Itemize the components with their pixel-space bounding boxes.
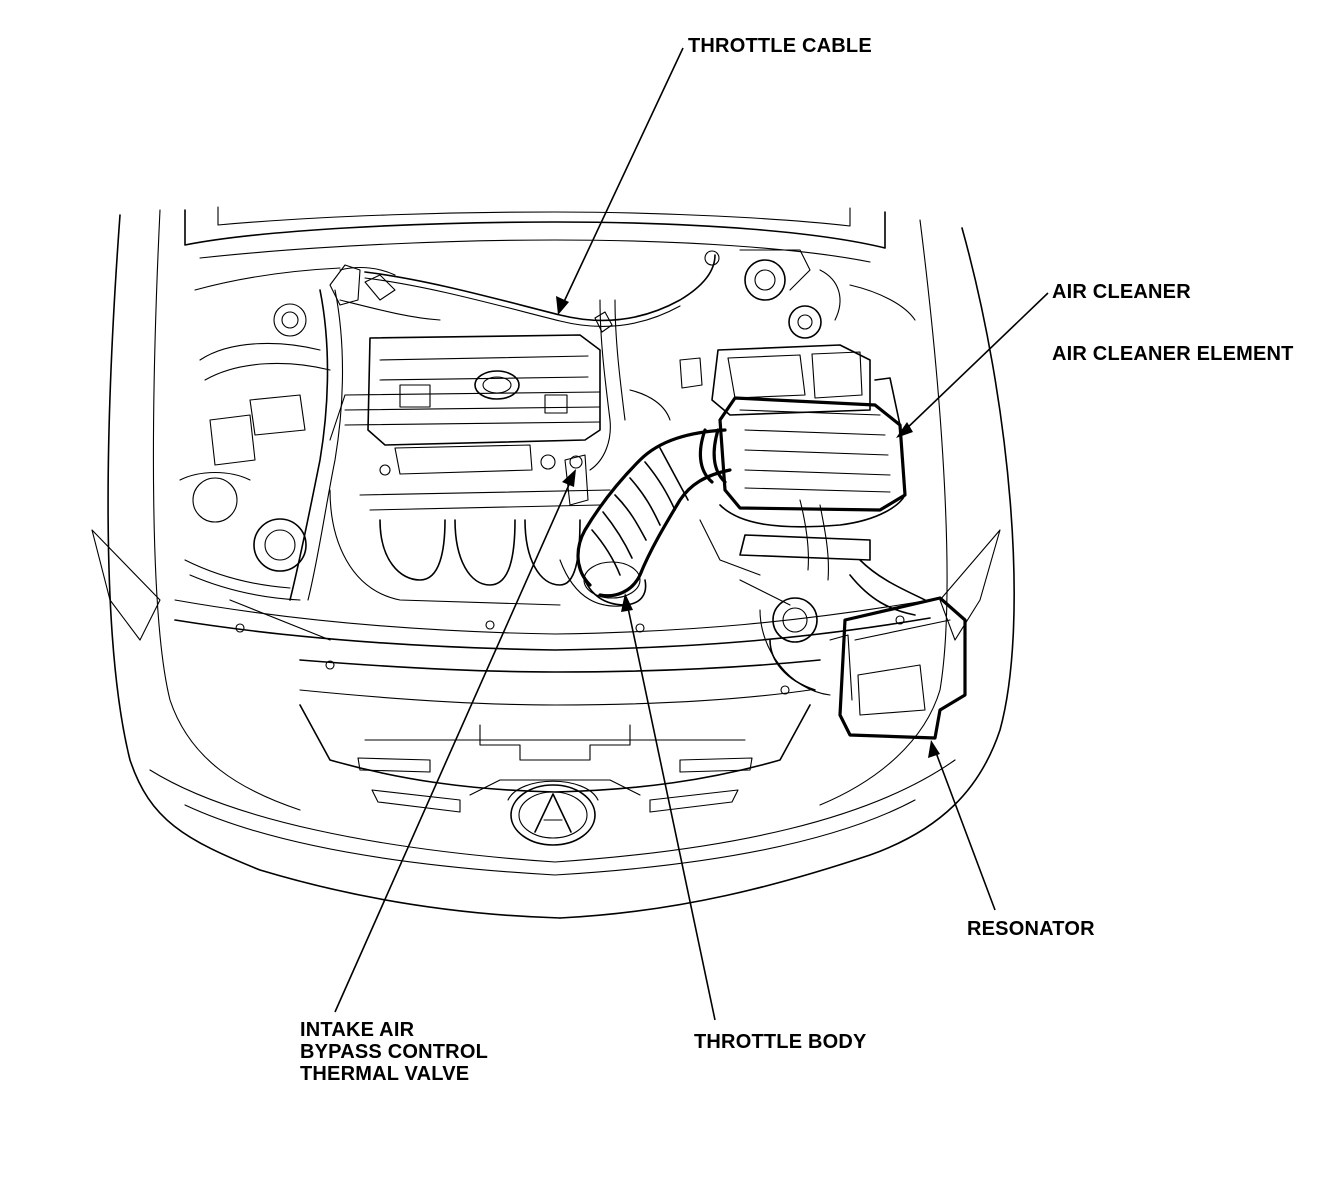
car-body-outline bbox=[91, 209, 1015, 919]
front-grille bbox=[299, 704, 811, 813]
wiring-harness bbox=[589, 299, 829, 606]
resonator-arrowhead bbox=[928, 740, 940, 758]
resonator-leader bbox=[934, 749, 996, 911]
air-cleaner-leader bbox=[902, 292, 1049, 433]
throttle-cable-label: THROTTLE CABLE bbox=[688, 35, 872, 57]
fuse-box bbox=[711, 344, 871, 416]
resonator bbox=[759, 559, 967, 740]
bypass-valve-arrowhead bbox=[562, 469, 576, 487]
valve-cover bbox=[329, 334, 601, 476]
air-cleaner-housing bbox=[718, 377, 907, 561]
bypass-valve-label-line3: THERMAL VALVE bbox=[300, 1063, 470, 1085]
right-rear-components bbox=[739, 249, 841, 339]
air-cleaner-arrowhead bbox=[896, 422, 913, 438]
throttle-body-label: THROTTLE BODY bbox=[694, 1031, 867, 1053]
left-engine-components bbox=[179, 264, 441, 641]
acura-emblem bbox=[507, 780, 599, 846]
intake-duct bbox=[559, 428, 732, 607]
bypass-valve-label-line2: BYPASS CONTROL bbox=[300, 1041, 488, 1063]
throttle-cable-route bbox=[364, 250, 720, 333]
air-cleaner-label: AIR CLEANER bbox=[1052, 281, 1191, 303]
throttle-body-leader bbox=[626, 602, 716, 1021]
air-cleaner-element-label: AIR CLEANER ELEMENT bbox=[1052, 343, 1294, 365]
throttle-cable-leader bbox=[561, 47, 684, 307]
leader-lines bbox=[334, 47, 1049, 1021]
cowl-area bbox=[184, 206, 916, 321]
bypass-valve-label-line1: INTAKE AIR bbox=[300, 1019, 415, 1041]
bypass-valve-leader bbox=[334, 477, 573, 1013]
intake-manifold bbox=[329, 489, 611, 606]
resonator-label: RESONATOR bbox=[967, 918, 1095, 940]
throttle-body-arrowhead bbox=[621, 593, 633, 612]
throttle-cable-arrowhead bbox=[556, 296, 569, 315]
